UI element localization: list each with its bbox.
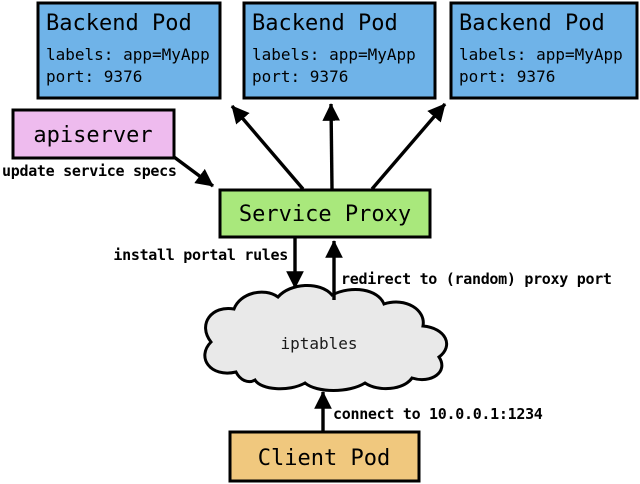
backend-pod-3-port: port: 9376 [459, 67, 555, 86]
iptables-cloud-node: iptables [203, 283, 449, 392]
backend-pod-3-title: Backend Pod [459, 11, 605, 36]
client-pod-box [228, 430, 421, 483]
backend-pod-3: Backend Pod labels: app=MyApp port: 9376 [449, 1, 639, 100]
apiserver-label: apiserver [33, 123, 152, 148]
backend-pod-2-labels: labels: app=MyApp [252, 45, 416, 64]
service-proxy-box [218, 188, 432, 239]
backend-pod-3-box [449, 1, 639, 100]
backend-pod-3-labels: labels: app=MyApp [459, 45, 623, 64]
apiserver-box [11, 108, 176, 160]
backend-pod-1: Backend Pod labels: app=MyApp port: 9376 [36, 1, 222, 100]
backend-pod-2-box [242, 1, 437, 100]
arrow-proxy-to-backend-2 [322, 103, 341, 190]
backend-pod-1-port: port: 9376 [46, 67, 142, 86]
iptables-label: iptables [280, 334, 357, 353]
arrow-apiserver-to-proxy [172, 155, 215, 188]
cloud-shape [203, 283, 449, 392]
backend-pod-1-box [36, 1, 222, 100]
client-pod-node: Client Pod [228, 430, 421, 483]
backend-pod-2: Backend Pod labels: app=MyApp port: 9376 [242, 1, 437, 100]
edge-label-update-service-specs: update service specs [2, 162, 177, 180]
apiserver-node: apiserver [11, 108, 176, 160]
backend-pod-2-port: port: 9376 [252, 67, 348, 86]
arrow-proxy-to-backend-1 [230, 104, 305, 191]
backend-pod-2-title: Backend Pod [252, 11, 398, 36]
backend-pod-1-labels: labels: app=MyApp [46, 45, 210, 64]
service-proxy-label: Service Proxy [239, 202, 411, 227]
backend-pod-1-title: Backend Pod [46, 11, 192, 36]
client-pod-label: Client Pod [258, 446, 390, 471]
service-proxy-node: Service Proxy [218, 188, 432, 239]
edge-label-redirect-proxy-port: redirect to (random) proxy port [341, 270, 612, 288]
edge-label-install-portal-rules: install portal rules [113, 246, 288, 264]
edge-label-connect-to-ip: connect to 10.0.0.1:1234 [333, 405, 543, 423]
arrow-proxy-to-backend-3 [370, 102, 447, 191]
